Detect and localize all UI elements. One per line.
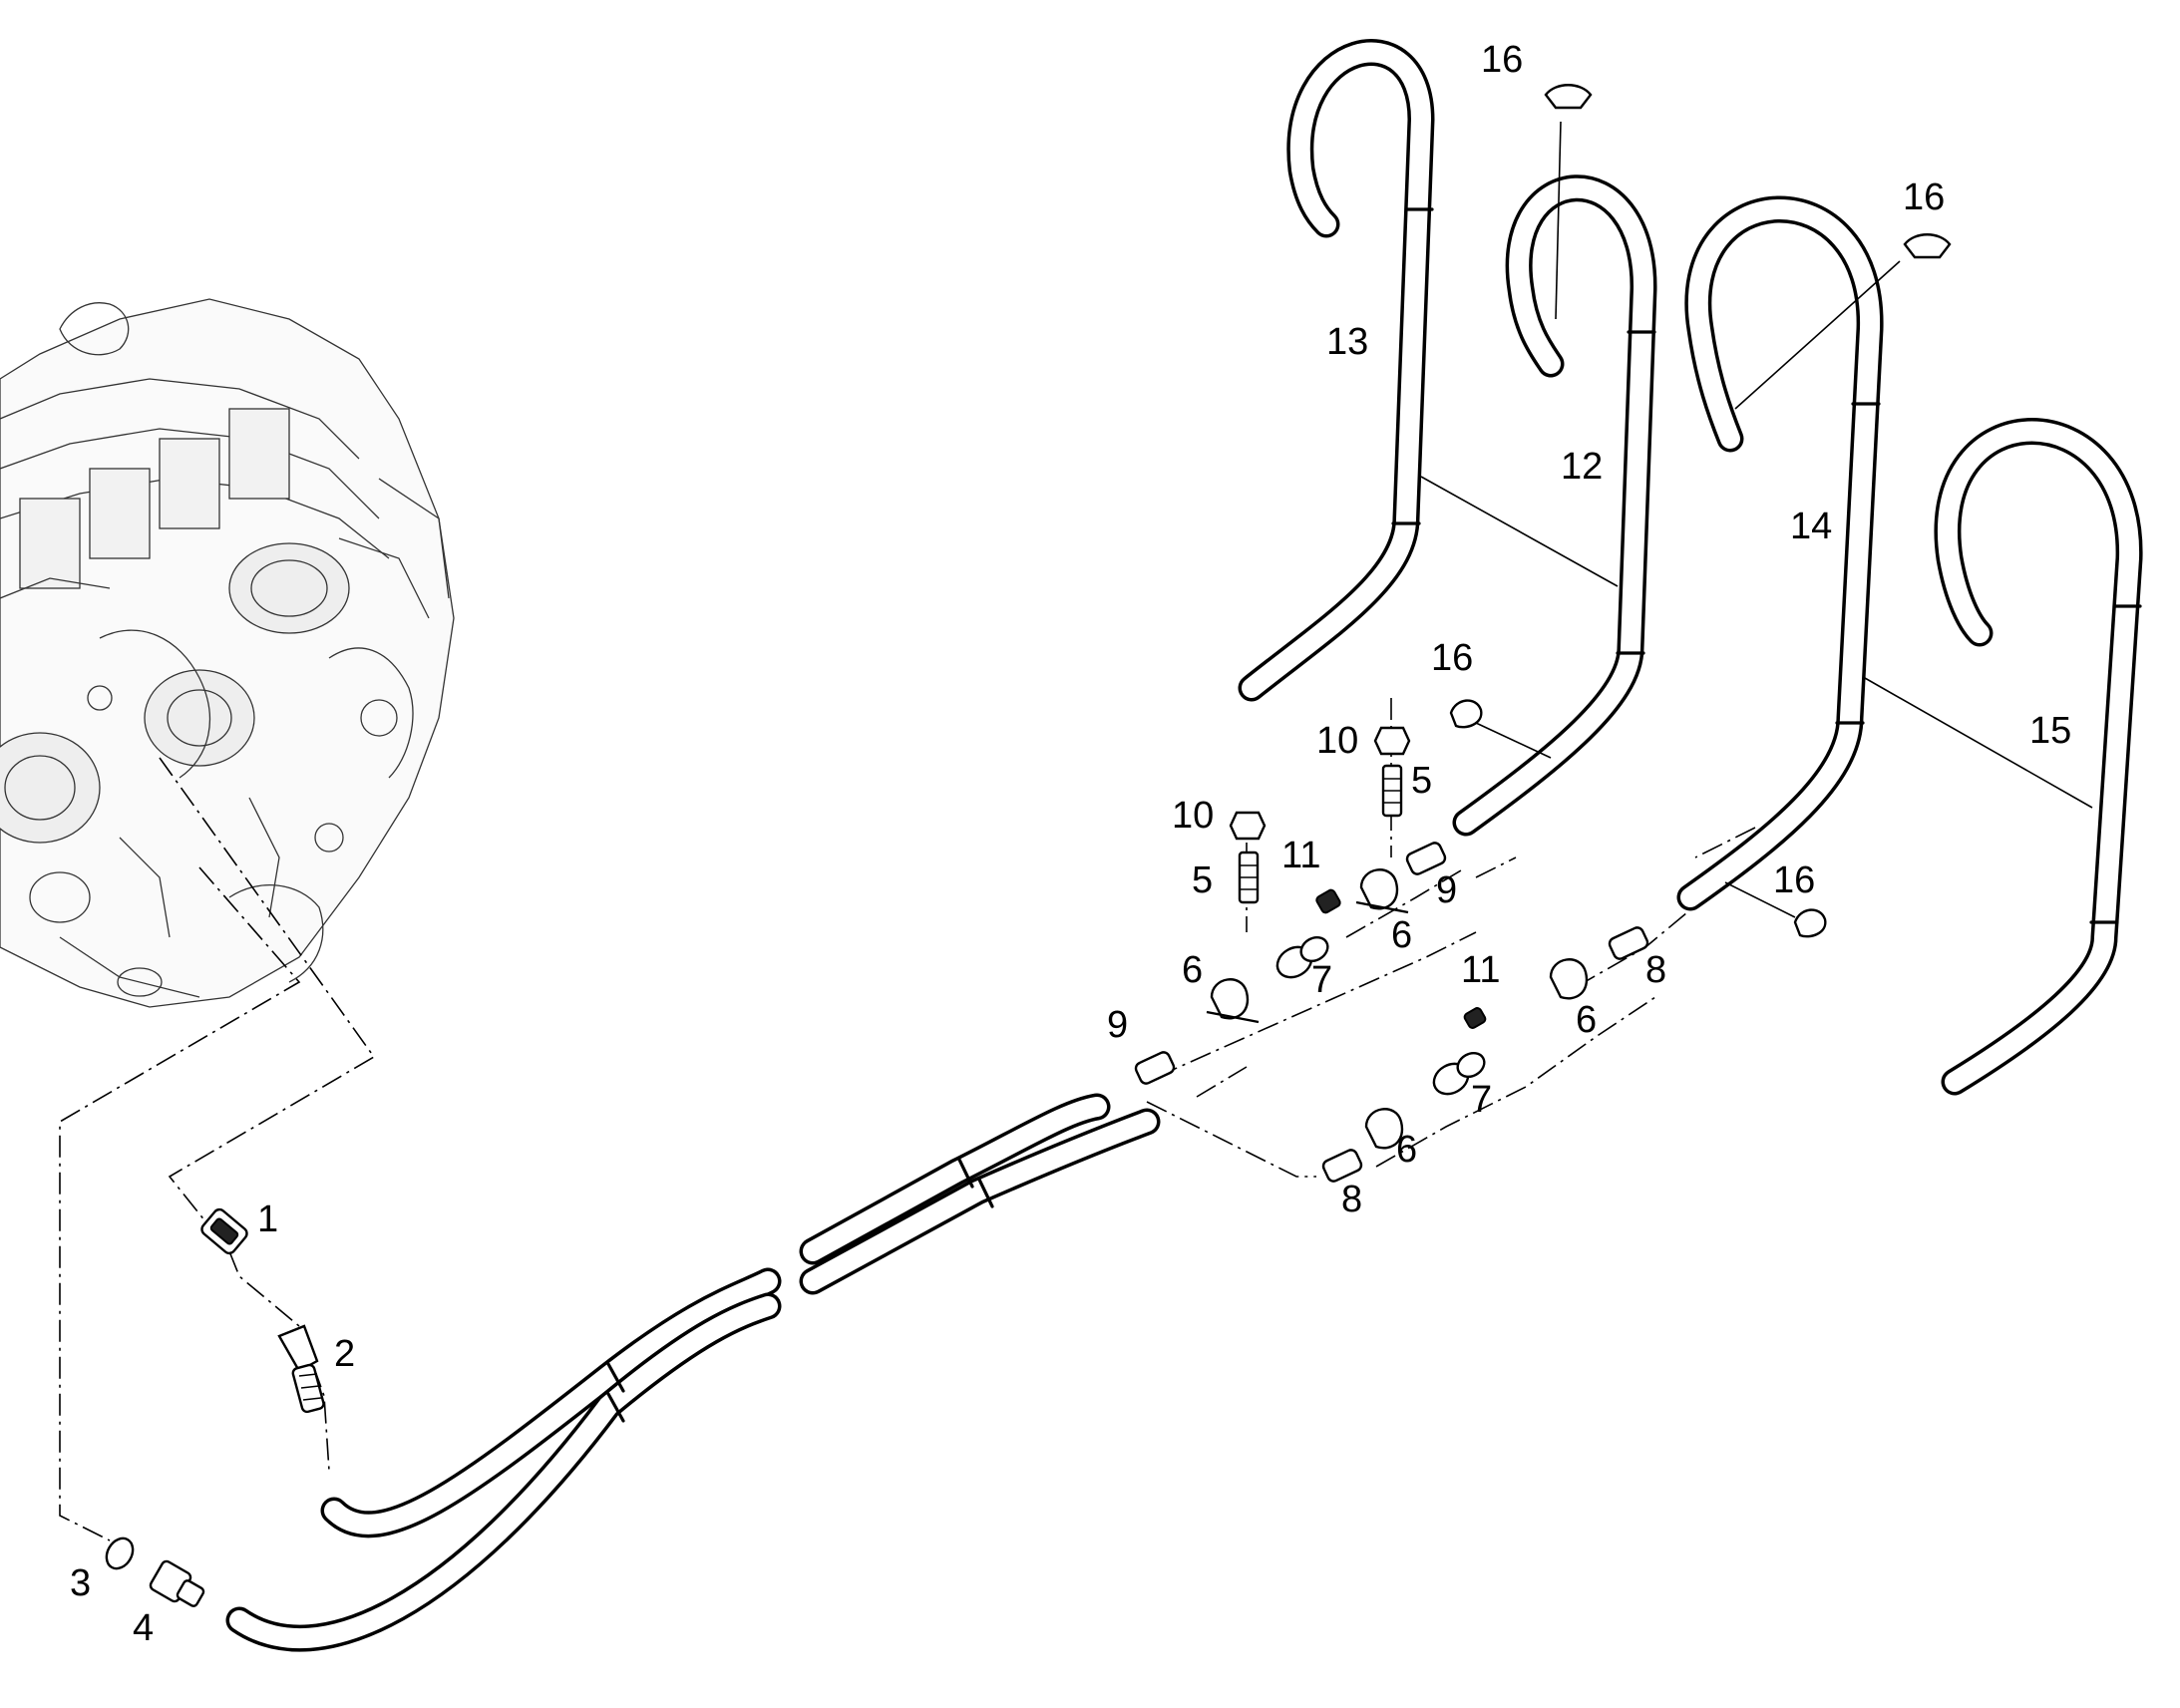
callout-2: 2 xyxy=(334,1333,355,1375)
part-9-fitting-a xyxy=(1134,1051,1176,1085)
part-6-clamp-b xyxy=(1355,868,1409,914)
callout-8-a: 8 xyxy=(1341,1179,1362,1220)
callout-12: 12 xyxy=(1561,446,1603,488)
callout-14: 14 xyxy=(1790,506,1832,547)
callout-labels: 1 2 3 4 5 5 6 6 6 6 7 7 8 8 9 9 10 10 11… xyxy=(70,39,2071,1649)
callout-1: 1 xyxy=(257,1198,278,1240)
callout-5-b: 5 xyxy=(1411,760,1432,802)
callout-7-b: 7 xyxy=(1471,1079,1492,1121)
part-6-clamp-d xyxy=(1549,958,1589,1000)
part-6-clamp-c xyxy=(1364,1108,1404,1150)
hose-15 xyxy=(1934,418,2143,1096)
part-7-tee-a xyxy=(1275,935,1329,979)
callout-6-a: 6 xyxy=(1182,949,1203,991)
callout-6-d: 6 xyxy=(1576,999,1597,1041)
hose-14 xyxy=(1676,195,1884,911)
callout-8-b: 8 xyxy=(1645,949,1666,991)
callout-10-a: 10 xyxy=(1172,795,1214,837)
callout-13: 13 xyxy=(1326,321,1368,363)
part-8-fitting-b xyxy=(1608,926,1649,960)
part-16-clip-b xyxy=(1903,233,1952,259)
part-4-connector xyxy=(149,1559,205,1607)
callout-15: 15 xyxy=(2029,710,2071,752)
part-3-o-ring xyxy=(105,1537,135,1570)
callout-16-a: 16 xyxy=(1481,39,1523,81)
callout-4: 4 xyxy=(133,1607,154,1649)
hose-13 xyxy=(1238,39,1435,702)
part-8-fitting-a xyxy=(1321,1149,1363,1183)
part-16-clip-c xyxy=(1449,699,1483,729)
part-10-nut-a xyxy=(1229,811,1267,841)
callout-11-b: 11 xyxy=(1461,949,1500,991)
callout-9-b: 9 xyxy=(1436,869,1457,911)
callout-5-a: 5 xyxy=(1192,859,1213,901)
callout-11-a: 11 xyxy=(1281,835,1320,876)
callout-9-a: 9 xyxy=(1107,1004,1128,1046)
part-7-tee-b xyxy=(1432,1051,1486,1096)
part-6-clamp-a xyxy=(1206,978,1260,1024)
part-11-cap-b xyxy=(1463,1007,1487,1029)
part-5-stud-a xyxy=(1238,851,1260,904)
part-5-stud-b xyxy=(1381,764,1403,818)
hose-assembly-long xyxy=(225,1093,1161,1652)
part-10-nut-b xyxy=(1373,726,1411,756)
callout-6-c: 6 xyxy=(1396,1129,1417,1171)
callout-3: 3 xyxy=(70,1562,91,1604)
part-2-elbow xyxy=(277,1324,325,1414)
callout-7-a: 7 xyxy=(1311,959,1332,1001)
part-16-clip-a xyxy=(1544,84,1593,110)
engine-illustration xyxy=(0,298,455,1008)
callout-16-c: 16 xyxy=(1431,637,1473,679)
callout-16-b: 16 xyxy=(1903,176,1945,218)
part-1-adapter xyxy=(200,1207,248,1255)
hose-12 xyxy=(1452,174,1657,837)
part-16-clip-d xyxy=(1793,908,1827,938)
assembly-lines xyxy=(59,698,1756,1541)
callout-16-d: 16 xyxy=(1773,859,1815,901)
leader-lines xyxy=(1420,121,2093,918)
callout-6-b: 6 xyxy=(1391,914,1412,956)
part-9-fitting-b xyxy=(1405,842,1447,875)
part-11-cap-a xyxy=(1315,888,1341,914)
callout-10-b: 10 xyxy=(1316,720,1358,762)
